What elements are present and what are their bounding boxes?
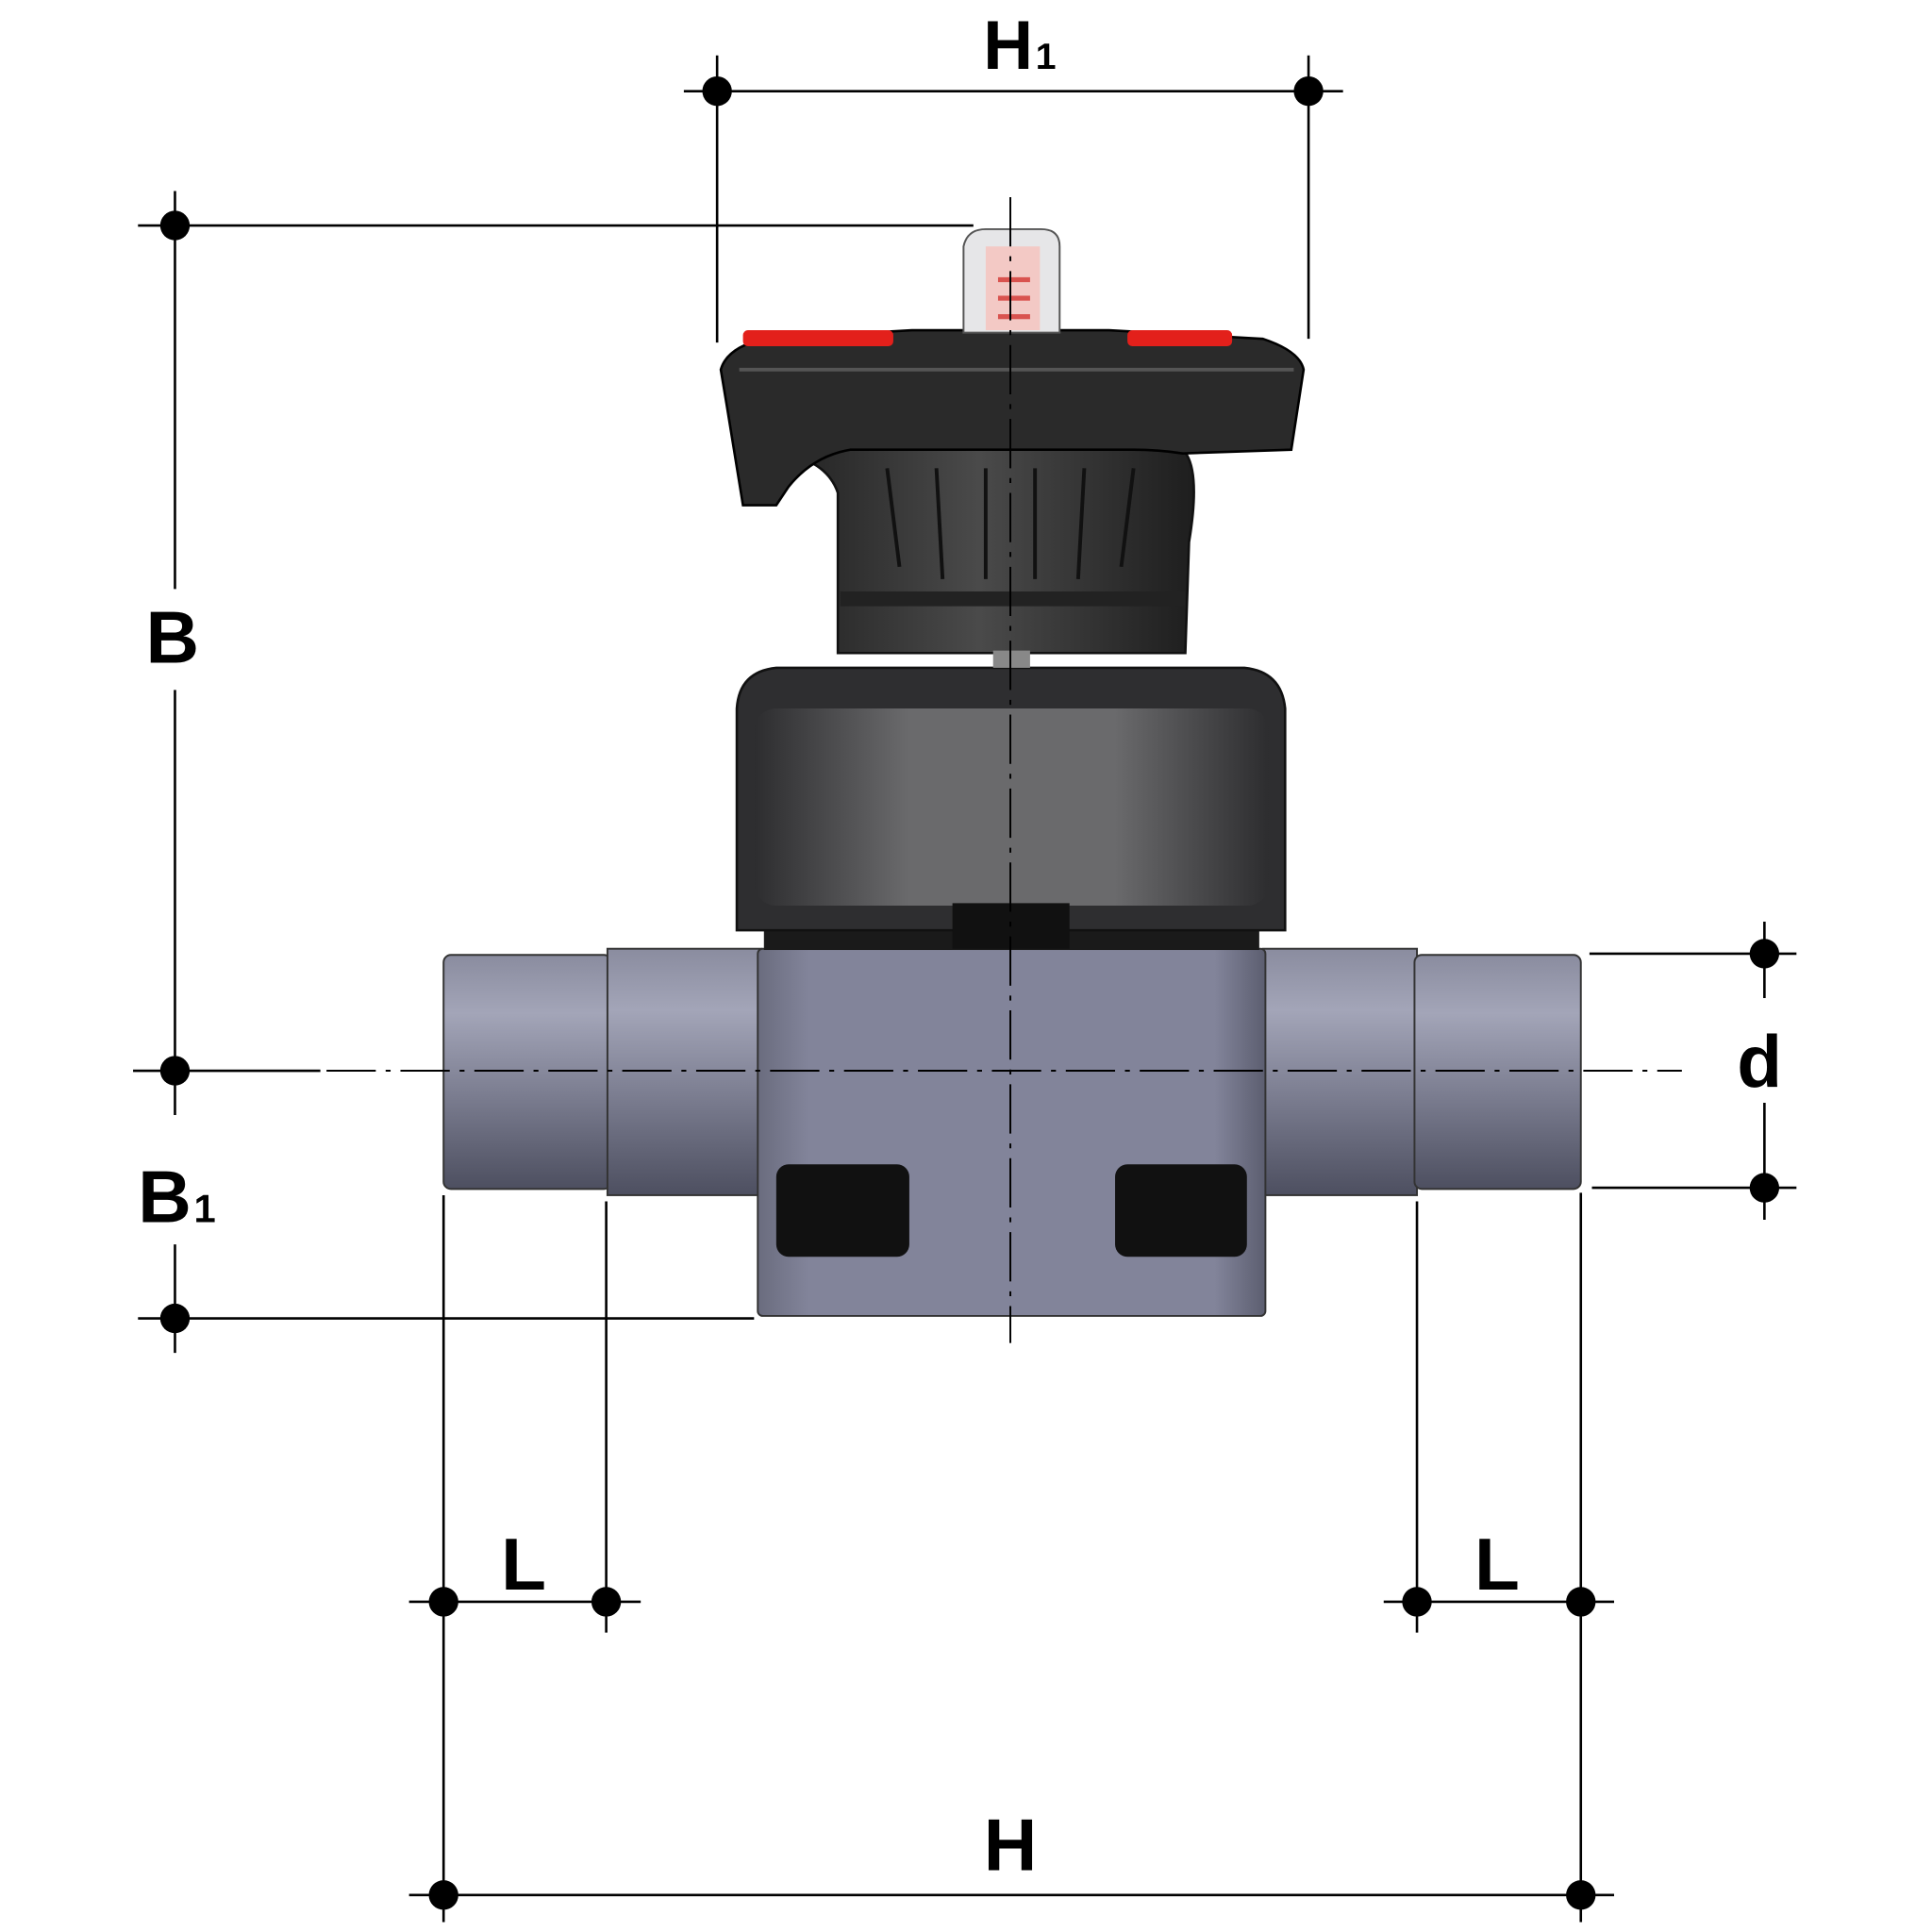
dimension-dots <box>159 75 1780 1910</box>
valve-center-body <box>757 947 1267 1317</box>
pipe-end-left <box>442 954 612 1191</box>
dimension-label-h1: H1 <box>983 8 1056 84</box>
dimension-label-d: d <box>1737 1020 1782 1103</box>
handwheel <box>719 328 1306 507</box>
valve-body <box>442 930 1582 1317</box>
position-indicator <box>962 227 1061 334</box>
dimension-label-h: H <box>984 1804 1038 1887</box>
body-cavity-left <box>775 1164 909 1257</box>
handwheel-red-accent-left <box>742 330 893 347</box>
dimension-label-b1: B1 <box>138 1156 215 1239</box>
pipe-end-right <box>1413 954 1582 1191</box>
body-cavity-right <box>1115 1164 1247 1257</box>
handwheel-red-accent-right <box>1127 330 1233 347</box>
actuator <box>763 448 1195 668</box>
centerlines <box>326 196 1682 1343</box>
dimension-label-l-left: L <box>501 1523 546 1606</box>
dimension-label-l-right: L <box>1474 1523 1520 1606</box>
dimension-label-b: B <box>146 596 200 679</box>
socket-left <box>606 947 763 1196</box>
socket-right <box>1261 947 1419 1196</box>
